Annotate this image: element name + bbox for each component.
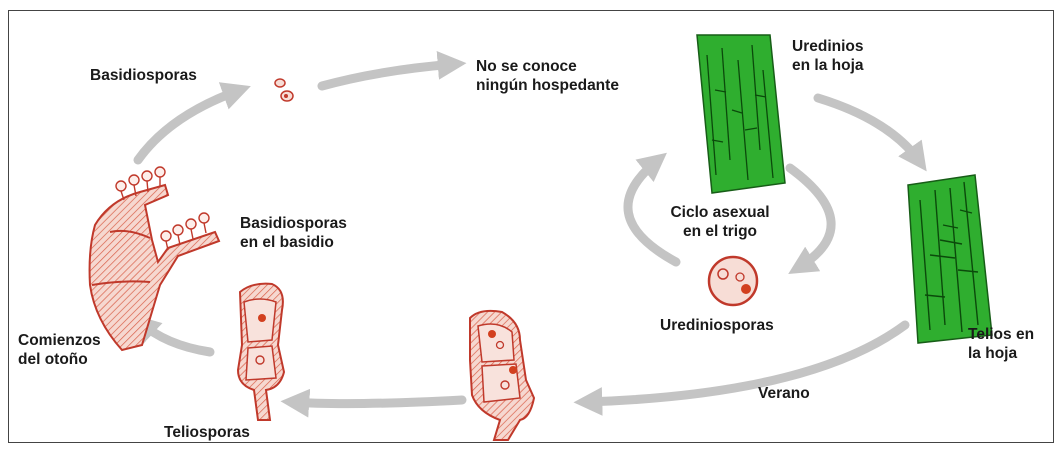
label-verano: Verano xyxy=(758,384,810,403)
label-urediniosporas: Urediniosporas xyxy=(660,316,774,335)
label-asexual-cycle-line1: Ciclo asexual xyxy=(645,203,795,222)
basidium xyxy=(90,167,219,350)
label-autumn: Comienzos del otoño xyxy=(18,331,101,369)
teliospore-left xyxy=(238,284,284,420)
arrow-asexual-right xyxy=(790,168,831,268)
label-no-host: No se conoce ningún hospedante xyxy=(476,57,619,95)
label-telios-line2: la hoja xyxy=(968,344,1034,363)
label-teliosporas: Teliosporas xyxy=(164,423,250,442)
teliospore-center xyxy=(470,311,534,440)
label-uredinios-line2: en la hoja xyxy=(792,56,864,75)
label-basidio: Basidiosporas en el basidio xyxy=(240,214,347,252)
label-asexual-cycle-line2: en el trigo xyxy=(645,222,795,241)
arrow-autumn xyxy=(140,322,210,352)
label-basidiosporas: Basidiosporas xyxy=(90,66,197,85)
label-autumn-line2: del otoño xyxy=(18,350,101,369)
arrow-basidio-to-spores xyxy=(138,90,240,160)
label-basidio-line2: en el basidio xyxy=(240,233,347,252)
label-no-host-line2: ningún hospedante xyxy=(476,76,619,95)
label-autumn-line1: Comienzos xyxy=(18,331,101,350)
label-telios-line1: Telios en xyxy=(968,325,1034,344)
label-no-host-line1: No se conoce xyxy=(476,57,619,76)
telios-leaf xyxy=(908,175,992,343)
label-basidio-line1: Basidiosporas xyxy=(240,214,347,233)
arrow-summer xyxy=(585,325,905,402)
arrow-teliosporas xyxy=(292,400,462,404)
label-uredinios-line1: Uredinios xyxy=(792,37,864,56)
arrow-uredinios-to-telios xyxy=(818,98,920,162)
arrow-to-no-host xyxy=(322,64,455,86)
floating-basidiospores xyxy=(275,79,293,101)
urediniospore xyxy=(709,257,757,305)
label-telios: Telios en la hoja xyxy=(968,325,1034,363)
uredinios-leaf xyxy=(697,35,785,193)
label-uredinios: Uredinios en la hoja xyxy=(792,37,864,75)
label-asexual-cycle: Ciclo asexual en el trigo xyxy=(645,203,795,241)
